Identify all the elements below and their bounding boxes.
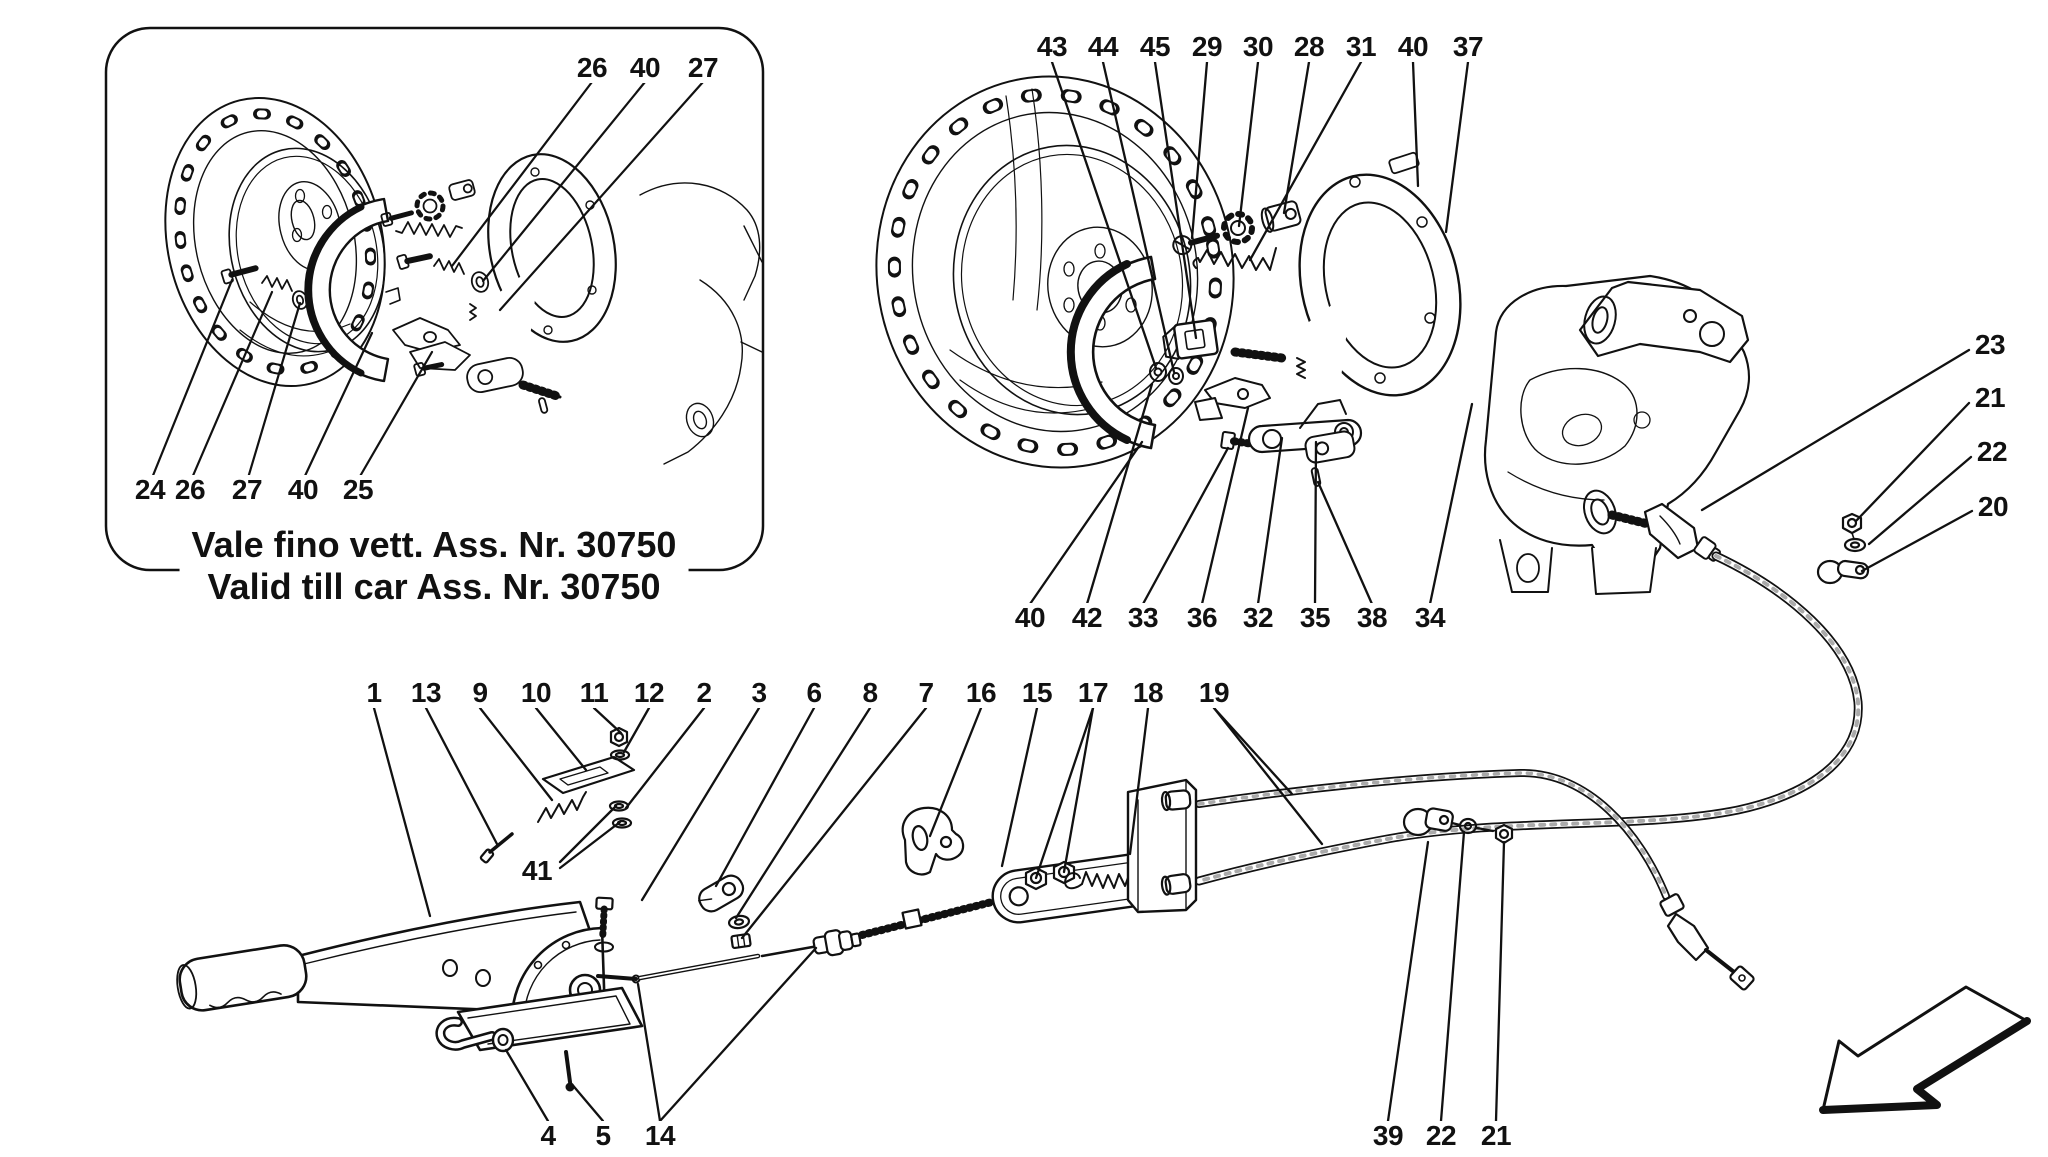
part-label-38: 38 <box>1353 603 1391 633</box>
part-label-10: 10 <box>517 678 555 708</box>
part-label-4: 4 <box>537 1121 559 1151</box>
direction-arrow <box>1819 985 2031 1114</box>
part-label-44: 44 <box>1084 32 1122 62</box>
part-label-33: 33 <box>1124 603 1162 633</box>
handbrake-cables <box>1194 502 1863 991</box>
part-label-18: 18 <box>1129 678 1167 708</box>
part-label-14: 14 <box>641 1121 679 1151</box>
part-label-inset-bottom-26: 26 <box>171 475 209 505</box>
differential-housing <box>1483 274 1750 595</box>
inset-brake-shoe <box>304 197 390 383</box>
part-label-17: 17 <box>1074 678 1112 708</box>
part-label-37: 37 <box>1449 32 1487 62</box>
cable-guide-cam <box>901 806 965 876</box>
part-label-inset-bottom-24: 24 <box>131 475 169 505</box>
inset-caliper-fragment <box>639 182 763 465</box>
part-label-6: 6 <box>803 678 825 708</box>
part-label-inset-top-26: 26 <box>573 53 611 83</box>
part-label-21-bottom: 21 <box>1477 1121 1515 1151</box>
part-label-inset-top-27: 27 <box>684 53 722 83</box>
part-label-34: 34 <box>1411 603 1449 633</box>
part-label-36: 36 <box>1183 603 1221 633</box>
main-leader-lines <box>372 60 1974 1123</box>
part-label-22-bottom: 22 <box>1422 1121 1460 1151</box>
part-label-inset-bottom-40: 40 <box>284 475 322 505</box>
handbrake-lever <box>176 896 644 1092</box>
part-label-19: 19 <box>1195 678 1233 708</box>
part-label-39: 39 <box>1369 1121 1407 1151</box>
part-label-13: 13 <box>407 678 445 708</box>
part-label-32: 32 <box>1239 603 1277 633</box>
part-label-12: 12 <box>630 678 668 708</box>
front-cable-rod <box>631 898 996 984</box>
inset-caption: Vale fino vett. Ass. Nr. 30750 Valid til… <box>179 524 689 608</box>
caption-line-italian: Vale fino vett. Ass. Nr. 30750 <box>191 524 677 565</box>
main-brake-shoe-left <box>1066 255 1157 450</box>
part-label-29: 29 <box>1188 32 1226 62</box>
part-label-21-right: 21 <box>1971 383 2009 413</box>
ratchet-assembly <box>479 726 636 864</box>
part-label-3: 3 <box>748 678 770 708</box>
part-label-7: 7 <box>915 678 937 708</box>
adjuster-screw-icon <box>380 210 414 227</box>
part-label-inset-bottom-27: 27 <box>228 475 266 505</box>
part-label-22-right: 22 <box>1973 437 2011 467</box>
part-label-inset-top-40: 40 <box>626 53 664 83</box>
part-label-2: 2 <box>693 678 715 708</box>
part-label-11: 11 <box>576 678 612 708</box>
part-label-35: 35 <box>1296 603 1334 633</box>
part-label-9: 9 <box>469 678 491 708</box>
front-cable-clevis <box>698 874 752 950</box>
part-label-45: 45 <box>1136 32 1174 62</box>
cable-end-hardware-right <box>1816 512 1870 585</box>
part-label-31: 31 <box>1342 32 1380 62</box>
part-label-41: 41 <box>518 856 556 886</box>
part-label-inset-bottom-25: 25 <box>339 475 377 505</box>
part-label-8: 8 <box>859 678 881 708</box>
part-label-16: 16 <box>962 678 1000 708</box>
part-label-5: 5 <box>592 1121 614 1151</box>
part-label-1: 1 <box>363 678 385 708</box>
part-label-43: 43 <box>1033 32 1071 62</box>
part-label-30: 30 <box>1239 32 1277 62</box>
part-label-40-top: 40 <box>1394 32 1432 62</box>
part-label-42: 42 <box>1068 603 1106 633</box>
part-label-28: 28 <box>1290 32 1328 62</box>
inset-backing-plate <box>486 153 617 352</box>
cable-guide-bracket <box>1402 807 1514 845</box>
main-hardware <box>1149 200 1363 487</box>
inset-leader-lines <box>150 80 705 480</box>
cable-equalizer <box>991 778 1198 924</box>
part-label-40-mid: 40 <box>1011 603 1049 633</box>
part-label-23: 23 <box>1971 330 2009 360</box>
part-label-15: 15 <box>1018 678 1056 708</box>
part-label-20: 20 <box>1974 492 2012 522</box>
caption-line-english: Valid till car Ass. Nr. 30750 <box>207 565 661 607</box>
